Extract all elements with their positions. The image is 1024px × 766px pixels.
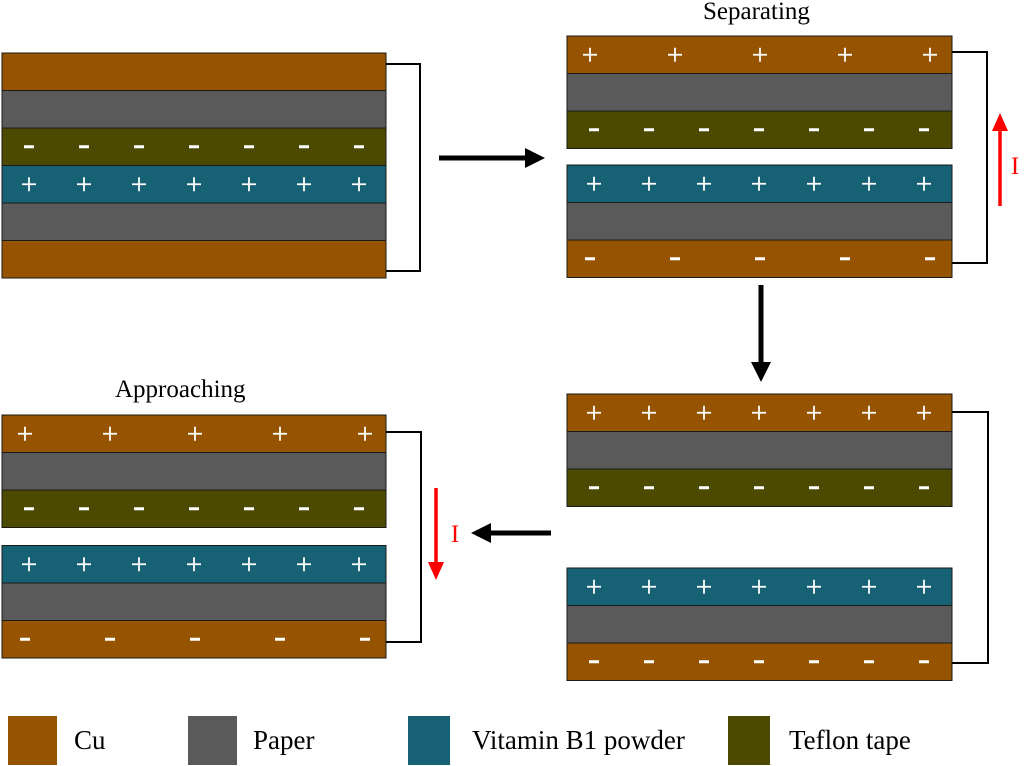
stage-title-approaching: Approaching	[115, 376, 246, 403]
negative-charge-sign	[840, 257, 850, 261]
legend-swatch-vitamin-b1	[408, 716, 450, 765]
negative-charge-sign	[754, 128, 764, 132]
external-circuit-wire	[386, 63, 421, 272]
contact-lower-layer-cu	[1, 240, 387, 279]
negative-charge-sign	[644, 128, 654, 132]
negative-charge-sign	[699, 486, 709, 490]
flow-arrow-down-icon	[751, 362, 771, 382]
negative-charge-sign	[134, 145, 144, 149]
negative-charge-sign	[699, 660, 709, 664]
legend-label-vitamin-b1: Vitamin B1 powder	[472, 725, 685, 755]
negative-charge-sign	[809, 660, 819, 664]
legend-swatch-paper	[188, 716, 237, 765]
negative-charge-sign	[919, 486, 929, 490]
current-arrow-down-icon	[428, 562, 444, 580]
negative-charge-sign	[644, 660, 654, 664]
negative-charge-sign	[925, 257, 935, 261]
negative-charge-sign	[919, 660, 929, 664]
negative-charge-sign	[360, 637, 370, 641]
negative-charge-sign	[699, 128, 709, 132]
stage-separated	[566, 393, 989, 681]
flow-arrow-right-icon	[525, 148, 545, 168]
negative-charge-sign	[589, 486, 599, 490]
stage-title-separating: Separating	[703, 0, 810, 25]
negative-charge-sign	[670, 257, 680, 261]
negative-charge-sign	[354, 145, 364, 149]
negative-charge-sign	[644, 486, 654, 490]
separating-lower-layer-paper	[566, 202, 953, 241]
negative-charge-sign	[20, 637, 30, 641]
stage-approaching: I	[1, 414, 459, 659]
stages: II	[1, 35, 1019, 681]
negative-charge-sign	[809, 128, 819, 132]
current-label: I	[451, 521, 459, 548]
current-arrow-up-icon	[992, 113, 1008, 131]
negative-charge-sign	[79, 145, 89, 149]
negative-charge-sign	[189, 145, 199, 149]
negative-charge-sign	[134, 507, 144, 511]
legend-label-cu: Cu	[74, 725, 106, 755]
negative-charge-sign	[190, 637, 200, 641]
external-circuit-wire	[952, 51, 988, 264]
negative-charge-sign	[754, 486, 764, 490]
legend-swatch-teflon	[728, 716, 770, 765]
process-arrows	[439, 148, 771, 543]
negative-charge-sign	[755, 257, 765, 261]
separated-lower-layer-paper	[566, 605, 953, 644]
negative-charge-sign	[589, 128, 599, 132]
negative-charge-sign	[189, 507, 199, 511]
external-circuit-wire	[952, 411, 989, 664]
negative-charge-sign	[24, 145, 34, 149]
contact-upper-layer-paper	[1, 90, 387, 129]
negative-charge-sign	[244, 145, 254, 149]
approaching-upper-layer-paper	[1, 452, 387, 491]
negative-charge-sign	[299, 507, 309, 511]
approaching-lower-layer-paper	[1, 582, 387, 621]
negative-charge-sign	[589, 660, 599, 664]
flow-arrow-left-icon	[471, 523, 491, 543]
negative-charge-sign	[864, 486, 874, 490]
negative-charge-sign	[585, 257, 595, 261]
negative-charge-sign	[809, 486, 819, 490]
separating-upper-layer-paper	[566, 73, 953, 112]
negative-charge-sign	[244, 507, 254, 511]
legend-label-paper: Paper	[253, 725, 315, 755]
negative-charge-sign	[105, 637, 115, 641]
stage-separating: I	[566, 35, 1019, 278]
stage-contact	[1, 52, 421, 279]
negative-charge-sign	[864, 128, 874, 132]
current-label: I	[1011, 153, 1019, 180]
negative-charge-sign	[354, 507, 364, 511]
legend-swatch-cu	[8, 716, 57, 765]
negative-charge-sign	[754, 660, 764, 664]
contact-lower-layer-paper	[1, 202, 387, 241]
separated-upper-layer-paper	[566, 431, 953, 470]
negative-charge-sign	[275, 637, 285, 641]
negative-charge-sign	[919, 128, 929, 132]
contact-upper-layer-cu	[1, 52, 387, 91]
negative-charge-sign	[24, 507, 34, 511]
legend-label-teflon: Teflon tape	[789, 725, 911, 755]
negative-charge-sign	[299, 145, 309, 149]
negative-charge-sign	[864, 660, 874, 664]
negative-charge-sign	[79, 507, 89, 511]
external-circuit-wire	[386, 431, 422, 643]
